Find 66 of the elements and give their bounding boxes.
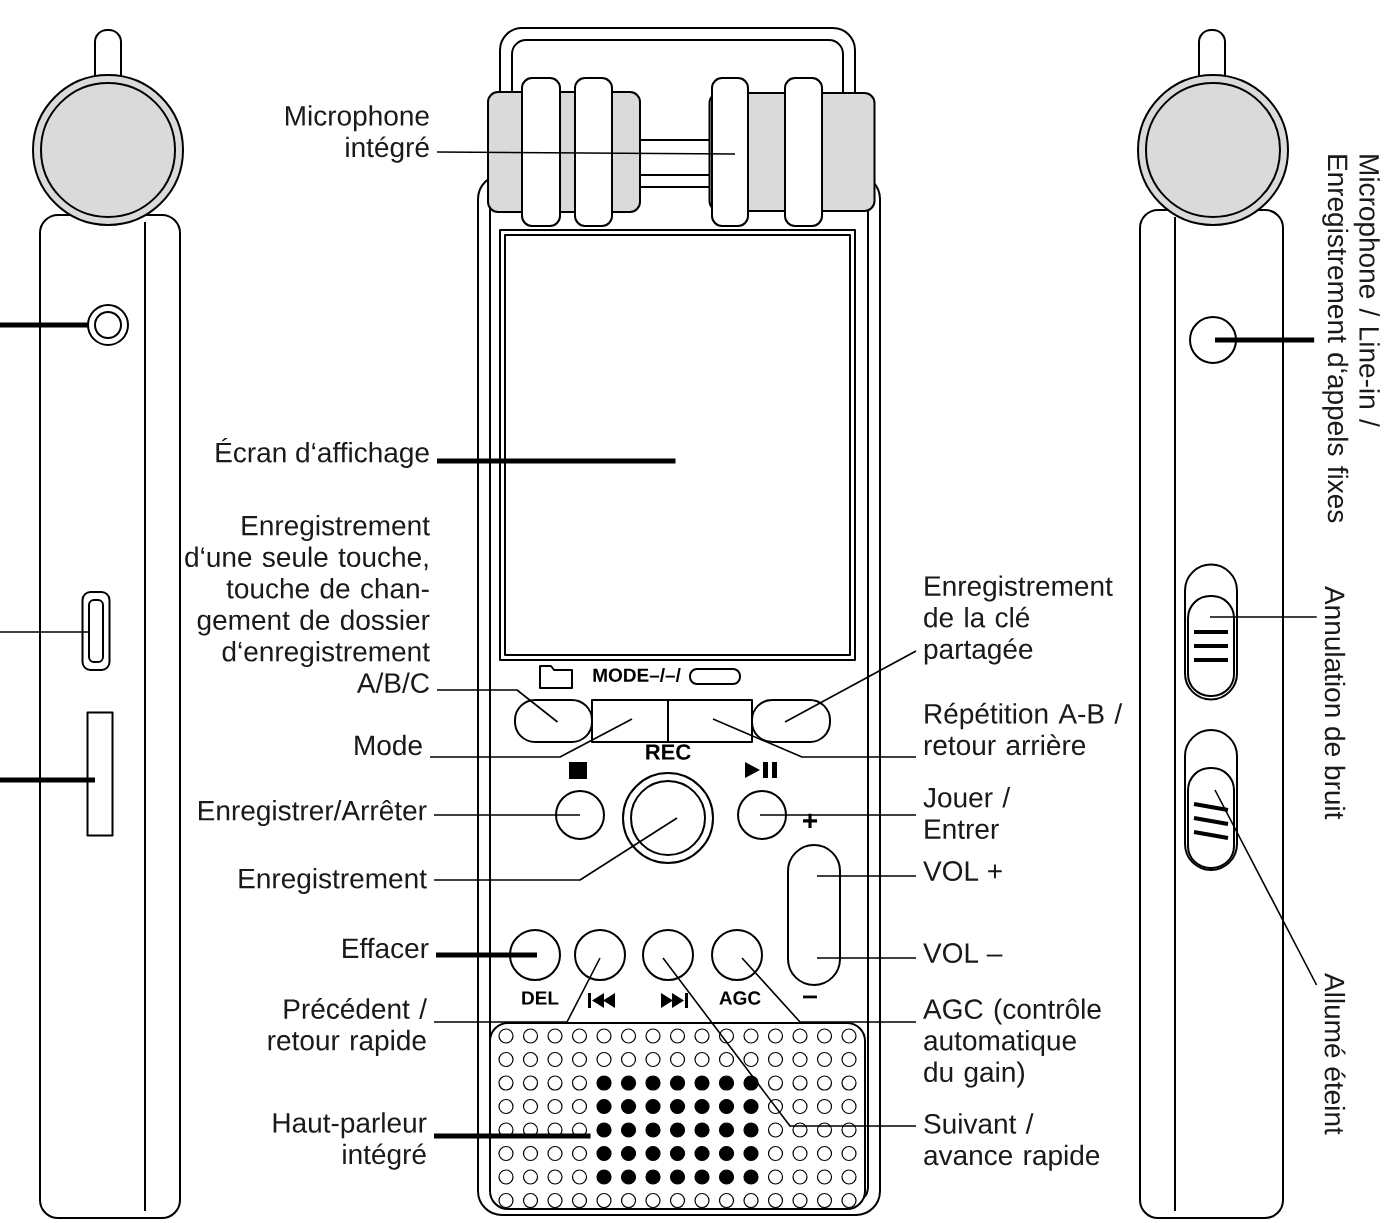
callout-label: Enregistrement de la clé partagée <box>924 575 1113 665</box>
leader-line <box>0 777 95 783</box>
callout-label: Précédent / retour rapide <box>268 998 427 1056</box>
leader-line <box>784 650 917 723</box>
button-label: AGC <box>719 991 761 1005</box>
leader-line <box>759 814 917 816</box>
callout-label: Allumé éteint <box>1324 973 1346 1135</box>
callout-label: Jouer / Entrer <box>923 787 1011 839</box>
record-button <box>622 772 714 864</box>
callout-label: Répétition A-B / retour arrière <box>924 702 1123 756</box>
callout-label: Mode <box>355 734 422 756</box>
callout-label: VOL – <box>923 943 1003 963</box>
leader-line <box>816 957 917 959</box>
leader-line <box>1209 616 1318 618</box>
audio-jack <box>87 304 129 346</box>
audio-jack <box>1189 316 1237 364</box>
leader-line <box>741 957 917 1023</box>
button <box>751 699 831 743</box>
leader-line <box>433 817 678 881</box>
round-button <box>711 929 763 981</box>
callout-label: Enregistrement d‘une seule touche, touche de chan- gement de dossier d‘enregistrement A/B/C <box>185 515 430 693</box>
display-screen <box>499 229 856 661</box>
card-slot <box>86 711 114 837</box>
callout-label: Suivant / avance rapide <box>924 1113 1100 1171</box>
callout-label: Effacer <box>343 937 429 959</box>
leader-line <box>1215 337 1315 343</box>
microphone-grille <box>708 77 876 227</box>
callout-label: Microphone intégré <box>286 105 429 163</box>
button <box>591 699 669 743</box>
leader-line <box>436 689 559 723</box>
callout-label: AGC (contrôle automatique du gain) <box>923 998 1101 1088</box>
button-label: + <box>803 813 818 828</box>
callout-label: Haut-parleur intégré <box>273 1112 427 1170</box>
slide-switch <box>1184 563 1238 701</box>
round-button <box>509 929 561 981</box>
leader-line <box>0 322 88 328</box>
callout-label: Microphone / Line-in / Enregistrement d‘appels fixes <box>1322 155 1380 523</box>
leader-line <box>1214 789 1318 986</box>
button-label: – <box>803 995 817 999</box>
callout-label: Enregistrement <box>239 867 427 895</box>
volume-rocker <box>787 844 841 986</box>
leader-line <box>437 458 676 464</box>
round-button <box>737 790 787 840</box>
leader-line <box>436 151 736 155</box>
button-label: MODE–/–/ <box>593 667 681 683</box>
speaker-grille <box>489 1022 866 1210</box>
callout-label: Enregistrer/Arrêter <box>199 799 427 827</box>
leader-line <box>662 957 917 1127</box>
round-button <box>642 929 694 981</box>
leader-line <box>436 952 537 958</box>
leader-line <box>0 631 91 633</box>
leader-line <box>712 718 917 758</box>
callout-label: Annulation de bruit <box>1324 586 1346 820</box>
button <box>667 699 753 743</box>
slide-switch <box>1184 729 1238 871</box>
leader-line <box>433 957 601 1023</box>
button-label: DEL <box>522 991 559 1005</box>
round-button <box>574 929 626 981</box>
round-button <box>555 790 605 840</box>
leader-line <box>434 1133 591 1139</box>
callout-label: VOL + <box>923 861 1002 881</box>
button-label: REC <box>646 744 691 760</box>
leader-line <box>433 814 581 816</box>
usb-port <box>81 591 111 671</box>
leader-line <box>816 875 917 877</box>
callout-label: Écran d‘affichage <box>216 437 429 469</box>
